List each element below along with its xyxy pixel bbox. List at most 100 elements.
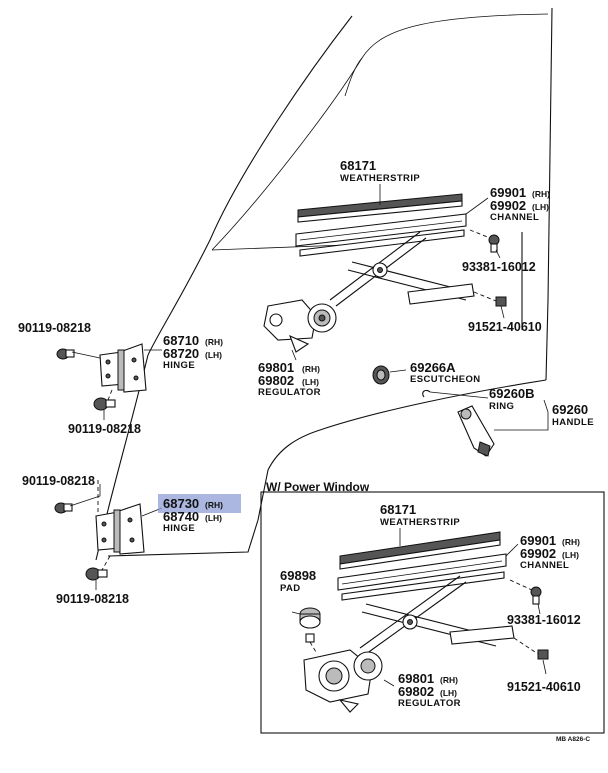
svg-text:(LH): (LH): [532, 202, 549, 212]
svg-text:69260: 69260: [552, 402, 588, 417]
svg-text:68730: 68730: [163, 496, 199, 511]
label-diagram-code: MB A826-C: [556, 736, 590, 743]
label-bolt-hinge-upper-below[interactable]: 90119-08218: [68, 422, 141, 436]
svg-text:69260B: 69260B: [489, 386, 535, 401]
svg-text:69902: 69902: [490, 198, 526, 213]
handle-part: [457, 405, 495, 457]
label-nut-top[interactable]: 91521-40610: [468, 320, 542, 334]
label-bolt-hinge-upper-left[interactable]: 90119-08218: [18, 321, 91, 335]
escutcheon-part: [372, 365, 390, 385]
svg-text:WEATHERSTRIP: WEATHERSTRIP: [380, 517, 460, 528]
svg-text:69901: 69901: [490, 185, 526, 200]
svg-text:90119-08218: 90119-08218: [18, 321, 91, 335]
label-nut-pw[interactable]: 91521-40610: [507, 680, 581, 694]
svg-text:(LH): (LH): [302, 377, 319, 387]
label-bolt-hinge-lower-below[interactable]: 90119-08218: [56, 592, 129, 606]
svg-text:CHANNEL: CHANNEL: [490, 212, 539, 223]
svg-text:90119-08218: 90119-08218: [56, 592, 129, 606]
nut-top-part: [473, 291, 507, 307]
svg-text:91521-40610: 91521-40610: [468, 320, 542, 334]
regulator-top-part: [263, 231, 475, 353]
label-hinge-lower[interactable]: 68730 (RH) 68740 (LH) HINGE: [163, 496, 223, 534]
label-bolt-hinge-lower-left[interactable]: 90119-08218: [22, 474, 95, 488]
label-channel-top[interactable]: 69901 (RH) 69902 (LH) CHANNEL: [490, 185, 550, 223]
svg-text:HINGE: HINGE: [163, 360, 195, 371]
label-escutcheon[interactable]: 69266A ESCUTCHEON: [410, 360, 481, 385]
svg-text:91521-40610: 91521-40610: [507, 680, 581, 694]
weatherstrip-top-part: [297, 193, 463, 223]
svg-text:90119-08218: 90119-08218: [68, 422, 141, 436]
bolt-pw-part: [509, 579, 542, 605]
label-bolt-pw[interactable]: 93381-16012: [507, 613, 581, 627]
leader-lines-top: [69, 184, 549, 590]
svg-text:69802: 69802: [398, 684, 434, 699]
hinge-lower-part: [95, 503, 145, 555]
hinge-upper-part: [99, 343, 147, 393]
label-power-window: W/ Power Window: [266, 480, 370, 494]
svg-text:69266A: 69266A: [410, 360, 456, 375]
door-outline: [95, 7, 553, 561]
label-channel-pw[interactable]: 69901 (RH) 69902 (LH) CHANNEL: [520, 533, 580, 571]
leader-lines-pw: [291, 528, 547, 687]
bolt-hinge-lower-below-part: [85, 555, 111, 581]
channel-top-part: [295, 213, 467, 257]
label-regulator-pw[interactable]: 69801 (RH) 69802 (LH) REGULATOR: [398, 671, 461, 709]
svg-text:93381-16012: 93381-16012: [507, 613, 581, 627]
label-hinge-upper[interactable]: 68710 (RH) 68720 (LH) HINGE: [163, 333, 223, 371]
bolt-hinge-upper-left-part: [56, 348, 75, 360]
bolt-hinge-upper-below-part: [93, 389, 116, 411]
svg-text:REGULATOR: REGULATOR: [398, 698, 461, 709]
ring-part: [422, 389, 431, 398]
svg-text:69902: 69902: [520, 546, 556, 561]
svg-text:(RH): (RH): [532, 189, 550, 199]
svg-text:HINGE: HINGE: [163, 523, 195, 534]
bolt-top-part: [469, 229, 500, 253]
svg-text:69801: 69801: [398, 671, 434, 686]
svg-text:(RH): (RH): [562, 537, 580, 547]
svg-text:PAD: PAD: [280, 583, 301, 594]
label-regulator-top[interactable]: 69801 (RH) 69802 (LH) REGULATOR: [258, 360, 321, 398]
svg-text:HANDLE: HANDLE: [552, 417, 594, 428]
pad-part: [299, 607, 321, 653]
label-ring[interactable]: 69260B RING: [489, 386, 535, 412]
svg-text:68740: 68740: [163, 509, 199, 524]
svg-text:W/ Power Window: W/ Power Window: [266, 480, 370, 494]
svg-text:(RH): (RH): [205, 500, 223, 510]
bolt-hinge-lower-left-part: [54, 502, 73, 514]
svg-text:(RH): (RH): [302, 364, 320, 374]
svg-text:RING: RING: [489, 401, 514, 412]
svg-text:(LH): (LH): [440, 688, 457, 698]
svg-text:69802: 69802: [258, 373, 294, 388]
label-handle[interactable]: 69260 HANDLE: [552, 402, 594, 428]
weatherstrip-pw-part: [339, 531, 501, 570]
svg-text:68710: 68710: [163, 333, 199, 348]
channel-pw-part: [337, 553, 507, 601]
nut-pw-part: [513, 637, 549, 660]
svg-text:93381-16012: 93381-16012: [462, 260, 536, 274]
label-bolt-top[interactable]: 93381-16012: [462, 260, 536, 274]
svg-text:(LH): (LH): [562, 550, 579, 560]
svg-text:68171: 68171: [340, 158, 376, 173]
svg-text:WEATHERSTRIP: WEATHERSTRIP: [340, 173, 420, 184]
svg-text:68171: 68171: [380, 502, 416, 517]
svg-text:(LH): (LH): [205, 513, 222, 523]
svg-text:CHANNEL: CHANNEL: [520, 560, 569, 571]
svg-text:ESCUTCHEON: ESCUTCHEON: [410, 374, 481, 385]
svg-text:90119-08218: 90119-08218: [22, 474, 95, 488]
svg-text:MB A826-C: MB A826-C: [556, 736, 590, 743]
svg-text:69901: 69901: [520, 533, 556, 548]
svg-text:69801: 69801: [258, 360, 294, 375]
svg-text:(RH): (RH): [440, 675, 458, 685]
svg-text:69898: 69898: [280, 568, 316, 583]
highlight-box: [158, 494, 241, 513]
power-window-box: [260, 491, 605, 734]
label-weatherstrip-top[interactable]: 68171 WEATHERSTRIP: [340, 158, 420, 184]
svg-text:(LH): (LH): [205, 350, 222, 360]
svg-text:REGULATOR: REGULATOR: [258, 387, 321, 398]
label-pad[interactable]: 69898 PAD: [280, 568, 316, 594]
label-weatherstrip-pw[interactable]: 68171 WEATHERSTRIP: [380, 502, 460, 528]
svg-text:68720: 68720: [163, 346, 199, 361]
regulator-pw-part: [303, 575, 515, 713]
